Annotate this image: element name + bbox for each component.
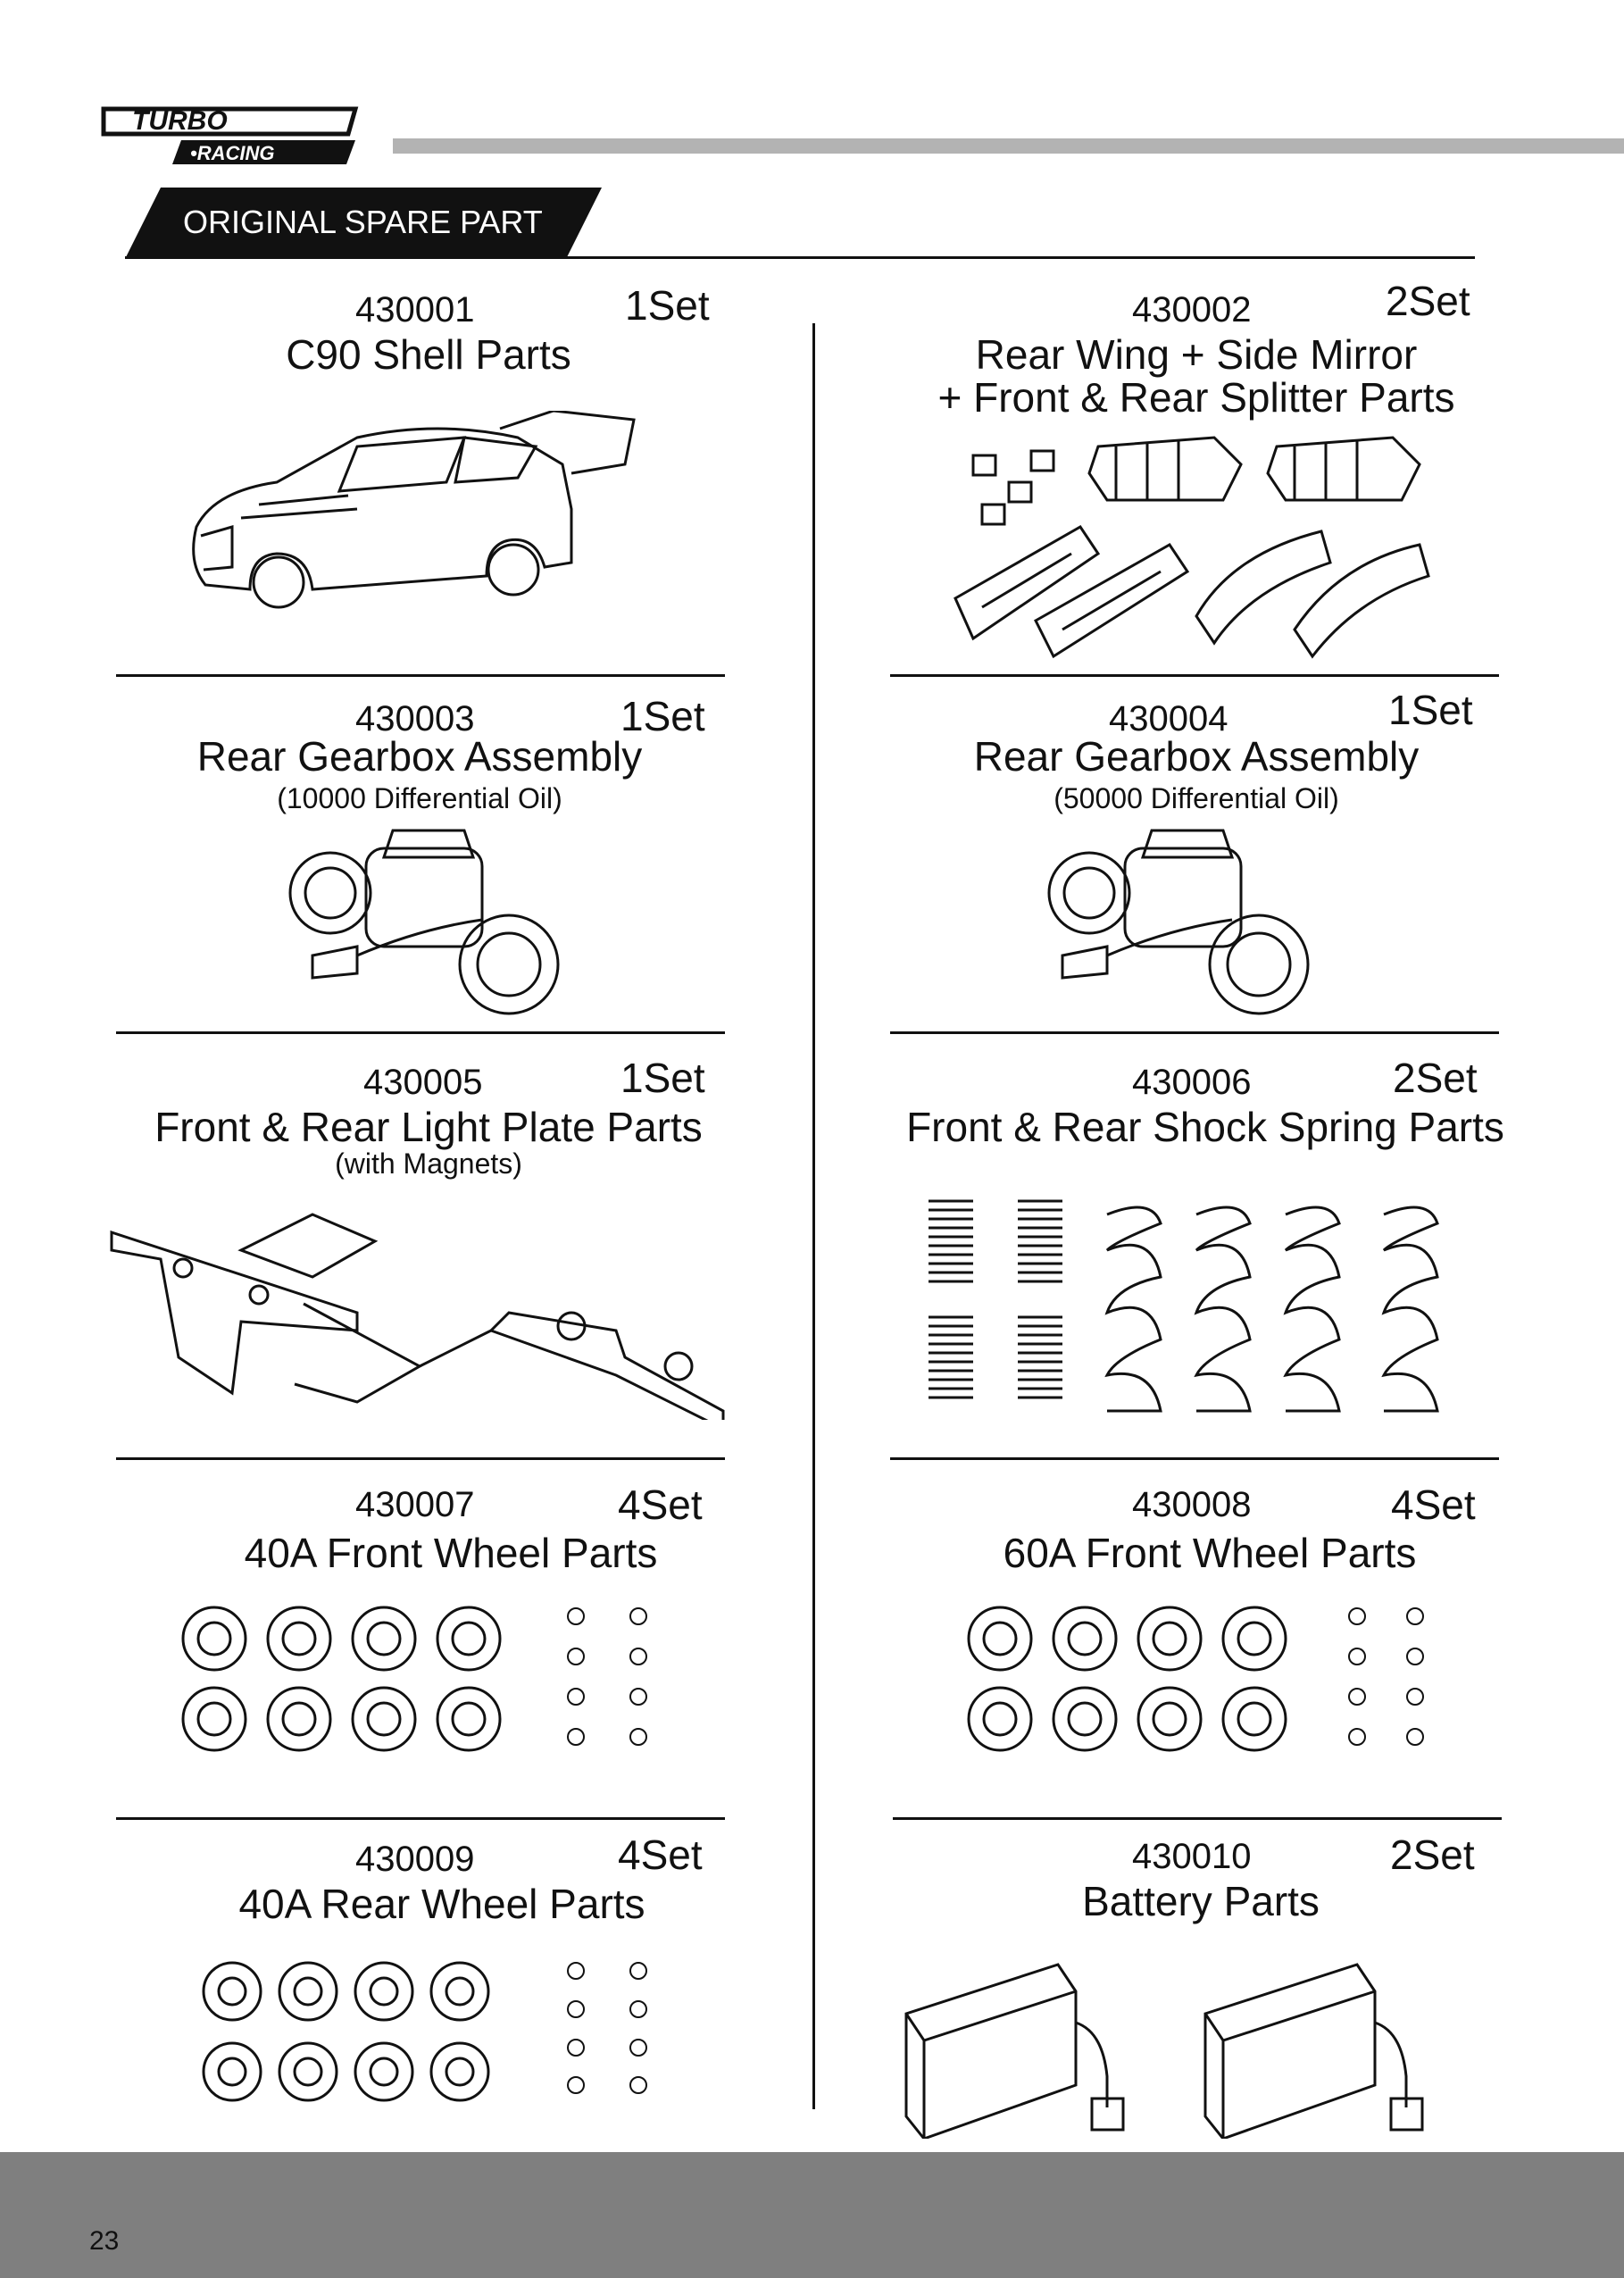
section-rule bbox=[116, 1031, 725, 1034]
part-qty: 4Set bbox=[618, 1481, 703, 1528]
part-code: 430006 bbox=[1132, 1063, 1252, 1102]
part-name: Rear Gearbox Assembly bbox=[973, 733, 1420, 780]
section-rule bbox=[116, 1457, 725, 1460]
part-code: 430008 bbox=[1132, 1485, 1252, 1524]
part-qty: 2Set bbox=[1390, 1832, 1475, 1878]
screw-icon bbox=[1348, 1607, 1424, 1746]
part-note: (50000 Differential Oil) bbox=[1054, 782, 1339, 814]
battery-icon bbox=[904, 1963, 1424, 2139]
light-plate-icon bbox=[110, 1213, 725, 1420]
part-name: Rear Wing + Side Mirror bbox=[975, 331, 1418, 378]
car-shell-icon bbox=[192, 411, 636, 609]
gearbox-icon bbox=[288, 829, 560, 1015]
part-qty: 2Set bbox=[1386, 278, 1470, 324]
screw-icon bbox=[567, 1607, 647, 1746]
part-qty: 1Set bbox=[620, 693, 705, 739]
header-bar bbox=[393, 138, 1624, 154]
part-code: 430004 bbox=[1109, 699, 1228, 738]
section-rule bbox=[893, 1817, 1502, 1820]
section-rule bbox=[890, 674, 1499, 677]
part-name: 60A Front Wheel Parts bbox=[1003, 1530, 1417, 1576]
part-code: 430002 bbox=[1132, 290, 1252, 330]
part-name: 40A Rear Wheel Parts bbox=[238, 1881, 645, 1927]
part-qty: 4Set bbox=[1391, 1481, 1476, 1528]
part-code: 430009 bbox=[355, 1840, 475, 1879]
section-rule bbox=[890, 1031, 1499, 1034]
part-qty: 4Set bbox=[618, 1832, 703, 1878]
section-rule bbox=[890, 1457, 1499, 1460]
part-name-line2: + Front & Rear Splitter Parts bbox=[937, 374, 1455, 421]
column-divider bbox=[812, 323, 815, 2109]
part-qty: 1Set bbox=[620, 1055, 705, 1101]
svg-text:TURBO: TURBO bbox=[132, 106, 228, 136]
wheel-icon bbox=[967, 1606, 1424, 1752]
turbo-racing-logo: TURBO •RACING bbox=[101, 106, 359, 164]
wheel-icon bbox=[202, 1961, 647, 2102]
part-name: 40A Front Wheel Parts bbox=[244, 1530, 658, 1576]
part-name: C90 Shell Parts bbox=[286, 331, 571, 378]
banner-shape bbox=[125, 188, 602, 259]
wing-splitter-icon bbox=[954, 436, 1430, 659]
spring-icon bbox=[929, 1199, 1439, 1413]
section-rule bbox=[116, 674, 725, 677]
part-code: 430010 bbox=[1132, 1837, 1252, 1876]
section-rule bbox=[116, 1817, 725, 1820]
part-name: Battery Parts bbox=[1082, 1878, 1320, 1924]
wheel-icon bbox=[181, 1606, 647, 1752]
gearbox-icon bbox=[1047, 829, 1310, 1015]
footer-bar bbox=[0, 2152, 1624, 2278]
banner-title: ORIGINAL SPARE PART bbox=[183, 204, 543, 240]
header-rule bbox=[125, 256, 1475, 259]
part-name: Rear Gearbox Assembly bbox=[196, 733, 643, 780]
page-number: 23 bbox=[89, 2226, 120, 2256]
part-qty: 1Set bbox=[625, 282, 710, 329]
part-name: Front & Rear Shock Spring Parts bbox=[906, 1104, 1504, 1150]
part-qty: 2Set bbox=[1393, 1055, 1478, 1101]
part-code: 430005 bbox=[363, 1063, 483, 1102]
part-name: Front & Rear Light Plate Parts bbox=[154, 1104, 703, 1150]
screw-icon bbox=[567, 1962, 647, 2094]
svg-text:•RACING: •RACING bbox=[190, 142, 274, 164]
part-code: 430001 bbox=[355, 290, 475, 330]
part-code: 430003 bbox=[355, 699, 475, 738]
part-code: 430007 bbox=[355, 1485, 475, 1524]
part-note: (with Magnets) bbox=[335, 1147, 522, 1180]
part-note: (10000 Differential Oil) bbox=[277, 782, 562, 814]
part-qty: 1Set bbox=[1388, 687, 1473, 733]
